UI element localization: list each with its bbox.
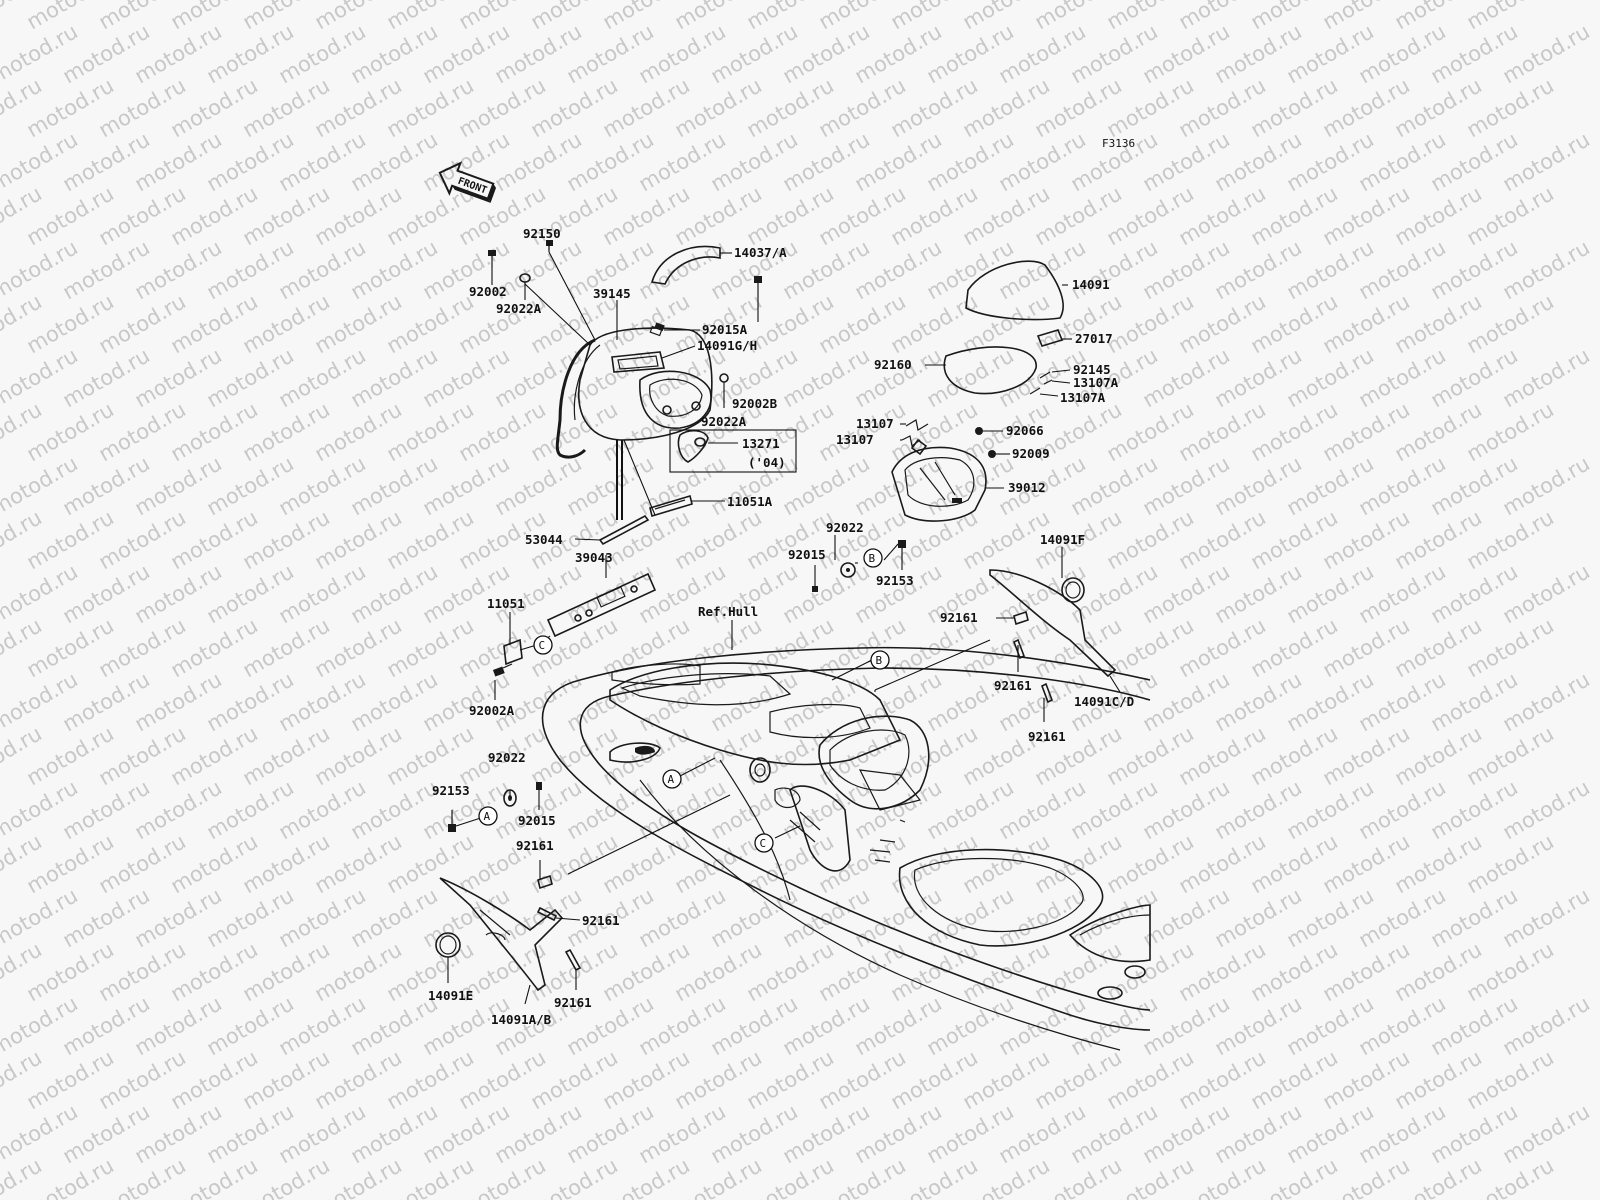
label-92002: 92002 [469, 284, 507, 299]
label-04: ('04) [748, 455, 786, 470]
label-14091CD: 14091C/D [1074, 694, 1134, 709]
callout-labels: 92150 14037/A 39145 92015A 14091G/H 9200… [428, 226, 1134, 1027]
label-14091F: 14091F [1040, 532, 1085, 547]
reference-markers: C A B B A C [478, 548, 890, 853]
label-92153-right: 92153 [876, 573, 914, 588]
label-92066: 92066 [1006, 423, 1044, 438]
label-92160: 92160 [874, 357, 912, 372]
label-53044: 53044 [525, 532, 563, 547]
label-13271: 13271 [742, 436, 780, 451]
leader-lines [447, 242, 1121, 1005]
right-storage-parts [812, 260, 1117, 704]
label-92161-b: 92161 [582, 913, 620, 928]
ref-a-hull: A [668, 773, 675, 786]
label-92002A: 92002A [469, 703, 515, 718]
label-13107-1: 13107 [856, 416, 894, 431]
label-92161-c: 92161 [554, 995, 592, 1010]
label-ref-hull: Ref.Hull [698, 604, 758, 619]
label-92015-right: 92015 [788, 547, 826, 562]
label-39043: 39043 [575, 550, 613, 565]
label-13107A-2: 13107A [1060, 390, 1106, 405]
label-92015A: 92015A [702, 322, 748, 337]
label-92161-e: 92161 [994, 678, 1032, 693]
label-92002B: 92002B [732, 396, 778, 411]
ref-b-hull: B [876, 654, 883, 667]
label-39145: 39145 [593, 286, 631, 301]
label-11051A: 11051A [727, 494, 773, 509]
steering-cover-assembly [488, 240, 762, 677]
hull-body [541, 646, 1151, 1051]
label-14091GH: 14091G/H [697, 338, 757, 353]
part-39145-cover [578, 327, 713, 441]
ref-b-right: B [869, 552, 876, 565]
label-14091AB: 14091A/B [491, 1012, 552, 1027]
label-13107-2: 13107 [836, 432, 874, 447]
ref-a-left: A [484, 810, 491, 823]
label-14091: 14091 [1072, 277, 1110, 292]
label-11051: 11051 [487, 596, 525, 611]
label-92022A-right: 92022A [701, 414, 747, 429]
label-92022A-left: 92022A [496, 301, 542, 316]
label-39012: 39012 [1008, 480, 1046, 495]
label-92161-d: 92161 [940, 610, 978, 625]
label-14037A: 14037/A [734, 245, 787, 260]
ref-c-upper: C [539, 639, 546, 652]
label-92009: 92009 [1012, 446, 1050, 461]
label-92150: 92150 [523, 226, 561, 241]
label-92161-a: 92161 [516, 838, 554, 853]
label-92145: 92145 [1073, 362, 1111, 377]
label-92153-left: 92153 [432, 783, 470, 798]
label-92022-left: 92022 [488, 750, 526, 765]
label-92015-left: 92015 [518, 813, 556, 828]
ref-c-hull: C [760, 837, 767, 850]
label-27017: 27017 [1075, 331, 1113, 346]
label-92022-right: 92022 [826, 520, 864, 535]
label-92161-f: 92161 [1028, 729, 1066, 744]
figure-code: F3136 [1102, 137, 1135, 150]
label-13107A-1: 13107A [1073, 375, 1119, 390]
label-14091E: 14091E [428, 988, 473, 1003]
